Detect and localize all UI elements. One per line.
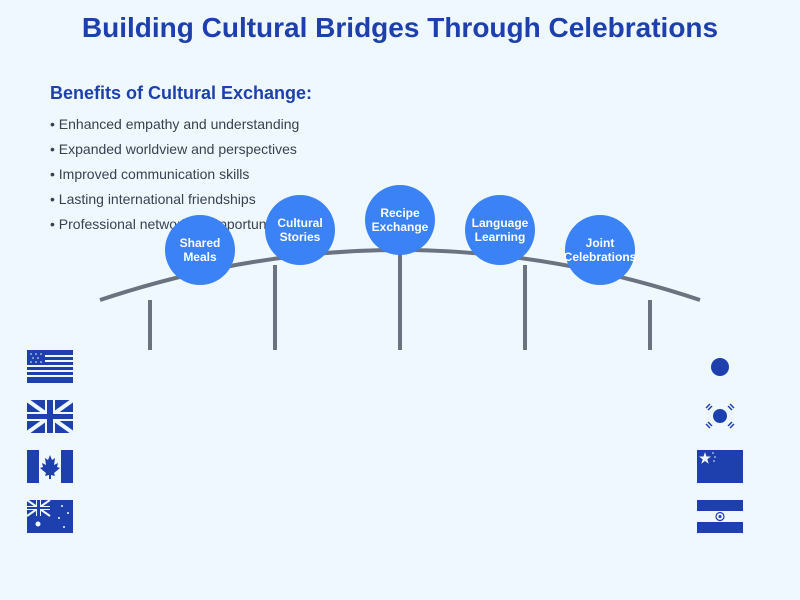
uk-flag-icon xyxy=(26,398,74,434)
node-label-line: Learning xyxy=(474,230,526,244)
node-label-line: Joint xyxy=(585,236,615,250)
india-flag-icon xyxy=(697,500,743,533)
node-label-line: Stories xyxy=(279,230,321,244)
benefit-item: • Lasting international friendships xyxy=(50,191,256,207)
node-label-line: Shared xyxy=(179,236,221,250)
benefit-item: • Professional networking opportunities xyxy=(50,216,292,232)
canada-flag-icon xyxy=(27,450,73,483)
benefit-item: • Improved communication skills xyxy=(50,166,250,182)
node-label-line: Celebrations xyxy=(563,250,637,264)
south-korea-flag-icon xyxy=(705,403,735,429)
benefits-heading: Benefits of Cultural Exchange: xyxy=(50,83,313,103)
china-flag-icon xyxy=(697,450,743,483)
page-title: Building Cultural Bridges Through Celebr… xyxy=(81,12,719,43)
node-label-line: Cultural xyxy=(277,216,323,230)
node-label-line: Meals xyxy=(183,250,217,264)
node-label-line: Exchange xyxy=(371,220,429,234)
node-label-line: Language xyxy=(471,216,529,230)
australia-flag-icon xyxy=(26,499,73,533)
usa-flag-icon xyxy=(27,350,73,383)
benefit-item: • Expanded worldview and perspectives xyxy=(50,141,297,157)
benefit-item: • Enhanced empathy and understanding xyxy=(50,116,300,132)
node-label-line: Recipe xyxy=(380,206,420,220)
japan-flag-icon xyxy=(711,358,729,376)
